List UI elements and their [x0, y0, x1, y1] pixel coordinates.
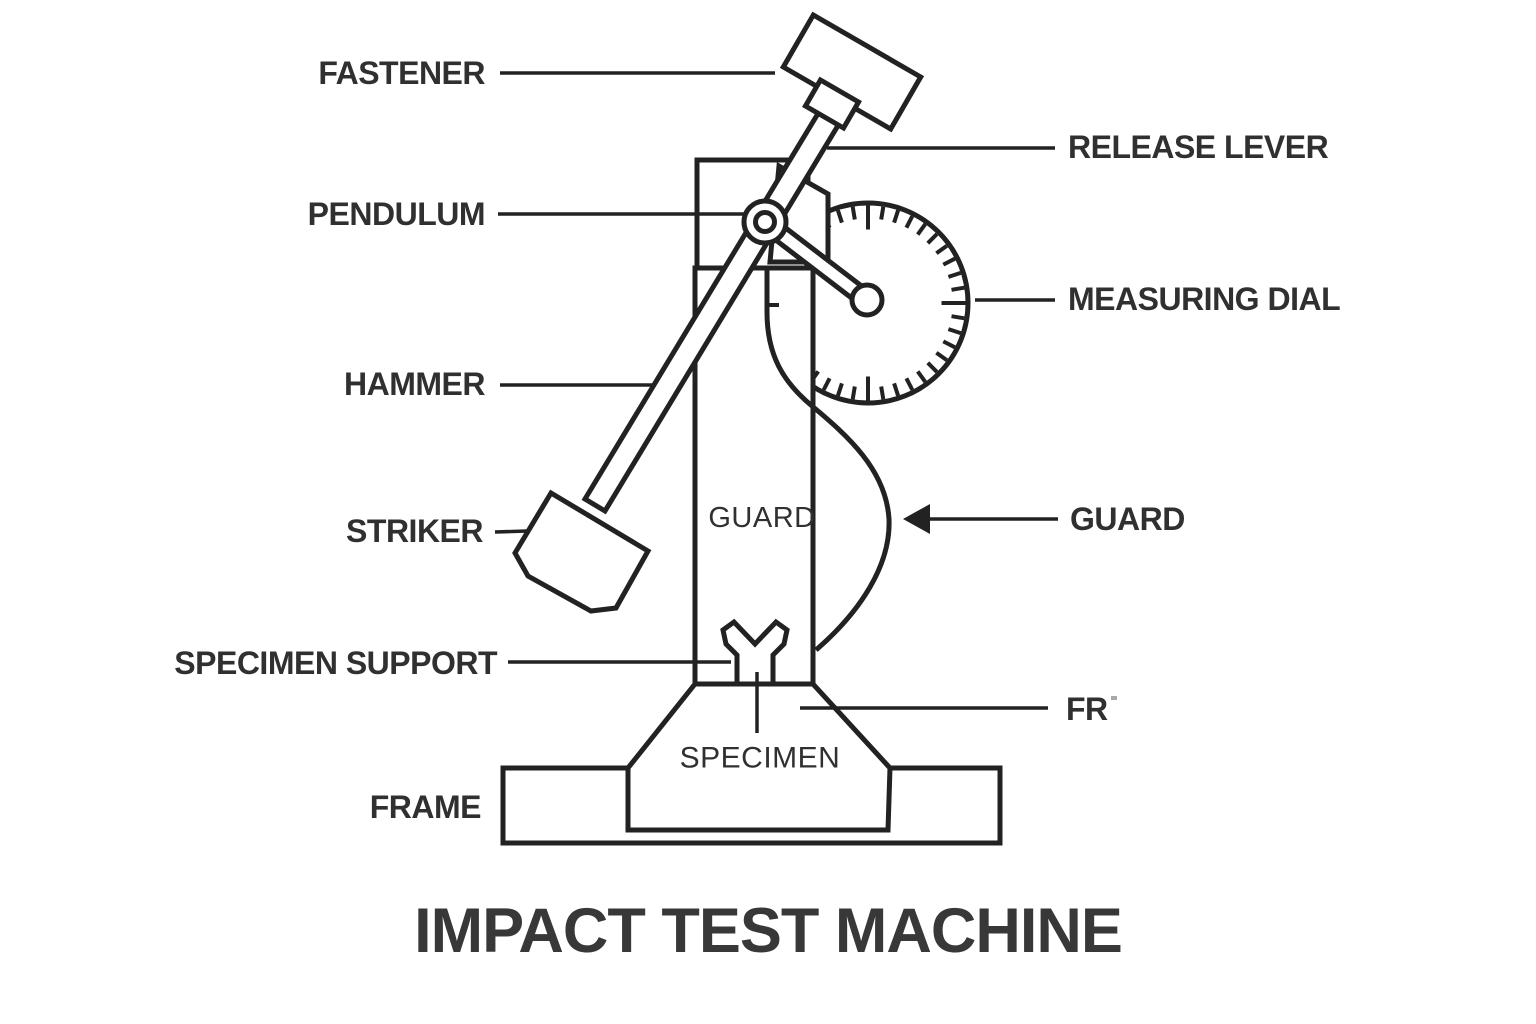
pendulum-label: PENDULUM	[308, 196, 485, 232]
hammer-label: HAMMER	[344, 366, 485, 402]
specimen-on-machine-text: SPECIMEN	[680, 742, 841, 775]
crank-knob	[849, 282, 885, 318]
dial-tick	[935, 244, 949, 255]
dial-tick	[935, 351, 949, 362]
pedestal	[625, 681, 893, 833]
pivot-inner-hole	[753, 210, 777, 234]
dial-tick	[892, 209, 901, 224]
guard-arrowhead-icon	[903, 504, 930, 534]
dial-tick	[879, 206, 886, 220]
frame-partial-label-artifact	[1111, 696, 1117, 700]
dial-tick	[947, 270, 962, 279]
dial-tick	[926, 232, 939, 245]
diagram-title: IMPACT TEST MACHINE	[414, 896, 1122, 966]
dial-tick	[850, 206, 857, 220]
dial-tick	[951, 314, 965, 321]
dial-tick	[926, 361, 939, 374]
dial-tick	[942, 256, 956, 267]
dial-tick	[850, 386, 857, 400]
release-lever-label: RELEASE LEVER	[1068, 129, 1329, 165]
dial-tick	[892, 382, 901, 397]
dial-tick	[947, 327, 962, 336]
dial-tick	[916, 222, 927, 236]
striker-head	[512, 489, 652, 614]
dial-tick	[835, 382, 844, 397]
dial-tick	[942, 339, 956, 350]
striker-label: STRIKER	[346, 513, 483, 549]
dial-tick	[835, 209, 844, 224]
dial-tick	[879, 386, 886, 400]
specimen-support-label: SPECIMEN SUPPORT	[174, 645, 498, 681]
dial-tick	[821, 377, 832, 391]
frame-label: FRAME	[370, 789, 481, 825]
dial-tick	[951, 285, 965, 292]
guard-on-machine-text: GUARD	[708, 502, 815, 534]
measuring-dial-label: MEASURING DIAL	[1068, 281, 1340, 317]
fastener-label: FASTENER	[318, 55, 485, 91]
striker-leader-line	[494, 529, 528, 534]
dial-tick	[904, 215, 915, 229]
frame-partial-label: FR	[1066, 691, 1108, 727]
dial-tick	[904, 377, 915, 391]
fastener-collar	[802, 76, 862, 132]
guard-label: GUARD	[1070, 501, 1185, 537]
guard-curve	[764, 270, 892, 652]
specimen-support-anvil	[720, 618, 790, 687]
dial-tick	[916, 370, 927, 384]
